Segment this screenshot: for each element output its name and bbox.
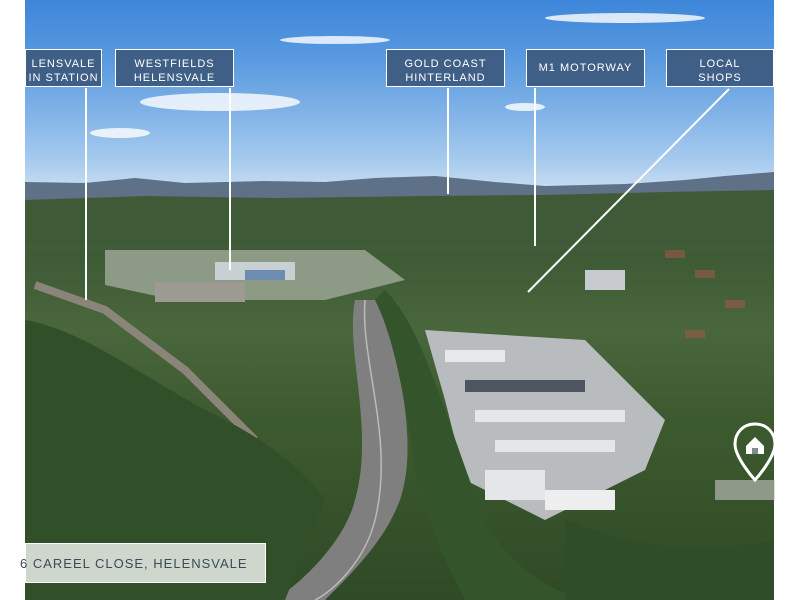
leader-line-hinterland [447,88,449,194]
leader-line-train-station [85,88,87,300]
callout-line2: HINTERLAND [405,71,486,84]
callout-m1-motorway: M1 MOTORWAY [526,49,645,87]
address-label: 6 CAREEL CLOSE, HELENSVALE [20,543,266,583]
callout-line1: M1 MOTORWAY [538,62,633,74]
callout-helensvale-train-station: LENSVALE IN STATION [25,49,102,87]
residential-estate [425,270,665,520]
callout-line1: GOLD COAST [404,57,487,70]
callout-line2: IN STATION [28,71,99,84]
shopping-centre [105,250,405,302]
callout-line2: SHOPS [698,71,742,84]
leader-line-westfields [229,88,231,270]
aerial-scene [25,13,775,600]
callout-line1: LOCAL [699,57,741,70]
callout-line2: HELENSVALE [133,71,216,84]
leader-line-motorway [534,88,536,246]
home-location-pin-icon [733,422,777,483]
railway [33,281,258,443]
callout-gold-coast-hinterland: GOLD COAST HINTERLAND [386,49,505,87]
callout-line1: WESTFIELDS [134,57,215,70]
address-text: 6 CAREEL CLOSE, HELENSVALE [20,555,248,571]
aerial-photo [25,0,775,600]
clouds [90,13,705,138]
callout-line1: LENSVALE [31,57,96,70]
callout-local-shops: LOCAL SHOPS [666,49,774,87]
foreground-forest [25,320,325,600]
hills [25,190,774,245]
callout-westfields-helensvale: WESTFIELDS HELENSVALE [115,49,234,87]
